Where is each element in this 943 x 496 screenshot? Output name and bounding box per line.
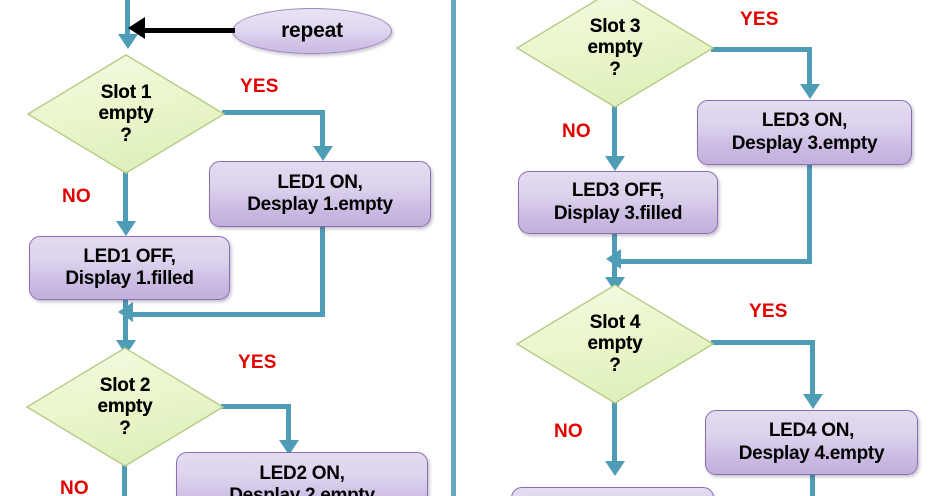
process-led2-on-line1: LED2 ON, xyxy=(259,462,345,484)
arrowhead-slot3-yes xyxy=(799,84,820,99)
process-led3-off-line2: Display 3.filled xyxy=(553,202,683,224)
process-led2-on-line2: Desplay 2.empty xyxy=(229,485,375,496)
connector-slot1-yes-vertical xyxy=(320,110,325,150)
decision-slot-3-label: Slot 3 empty ? xyxy=(588,16,643,80)
arrowhead-slot2-yes xyxy=(278,440,299,455)
process-led1-on-text: LED1 ON, Desplay 1.empty xyxy=(247,171,393,217)
decision-slot-2-line2: empty xyxy=(97,396,153,418)
decision-slot-2[interactable]: Slot 2 empty ? xyxy=(26,347,224,467)
decision-slot-3-line2: empty xyxy=(587,37,643,59)
branch-label-slot1-yes: YES xyxy=(240,76,279,97)
process-led1-off-line2: Display 1.filled xyxy=(65,268,194,289)
process-led3-off-line1: LED3 OFF, xyxy=(571,180,665,202)
arrowhead-slot1-no xyxy=(115,221,136,236)
connector-slot4-no-vertical xyxy=(612,400,617,465)
connector-slot2-yes-vertical xyxy=(286,404,291,444)
process-led3-on-text: LED3 ON, Desplay 3.empty xyxy=(731,110,878,155)
diamond-shape xyxy=(516,0,714,108)
connector-slot4-yes-horizontal xyxy=(711,340,815,345)
diamond-shape xyxy=(516,284,714,404)
process-led1-off[interactable]: LED1 OFF, Display 1.filled xyxy=(29,236,230,300)
arrowhead-slot4-no xyxy=(604,461,625,476)
decision-slot-4-line1: Slot 4 xyxy=(589,312,641,334)
arrowhead-merge-slot2 xyxy=(118,302,133,322)
branch-label-slot2-no: NO xyxy=(60,478,89,496)
process-led4-on-text: LED4 ON, Desplay 4.empty xyxy=(738,420,885,465)
process-led4-on-line2: Desplay 4.empty xyxy=(738,442,885,464)
decision-slot-1[interactable]: Slot 1 empty ? xyxy=(27,54,225,174)
decision-slot-1-line2: empty xyxy=(98,103,154,125)
column-divider xyxy=(451,0,456,496)
arrowhead-slot4-yes xyxy=(802,394,823,409)
branch-label-slot4-yes: YES xyxy=(749,301,788,322)
connector-slot3-yes-vertical xyxy=(807,47,812,88)
decision-slot-4-label: Slot 4 empty ? xyxy=(588,312,643,376)
decision-slot-4[interactable]: Slot 4 empty ? xyxy=(516,284,714,404)
arrowhead-slot1-yes xyxy=(312,146,333,161)
loop-connector-repeat xyxy=(143,28,235,33)
connector-top-into-slot1 xyxy=(125,0,130,36)
decision-slot-2-label: Slot 2 empty ? xyxy=(98,375,153,439)
connector-led3on-down xyxy=(807,165,812,264)
decision-slot-3-line3: ? xyxy=(609,58,621,80)
decision-slot-3-line1: Slot 3 xyxy=(589,16,641,38)
connector-slot3-no-vertical xyxy=(612,105,617,160)
decision-slot-4-line3: ? xyxy=(609,354,621,376)
process-led4-off[interactable]: LED4 OFF, xyxy=(511,487,714,496)
process-led3-on[interactable]: LED3 ON, Desplay 3.empty xyxy=(697,100,912,165)
process-led3-on-line2: Desplay 3.empty xyxy=(731,132,878,154)
connector-slot3-yes-horizontal xyxy=(711,47,812,52)
connector-slot2-no-vertical xyxy=(122,462,127,496)
connector-led4on-down xyxy=(810,473,815,496)
process-led1-off-text: LED1 OFF, Display 1.filled xyxy=(65,245,194,291)
process-led1-on[interactable]: LED1 ON, Desplay 1.empty xyxy=(209,161,431,227)
process-led2-on[interactable]: LED2 ON, Desplay 2.empty xyxy=(176,452,428,496)
terminator-repeat[interactable]: repeat xyxy=(232,8,392,54)
decision-slot-1-label: Slot 1 empty ? xyxy=(99,82,154,146)
connector-slot2-yes-horizontal xyxy=(221,404,291,409)
process-led4-on[interactable]: LED4 ON, Desplay 4.empty xyxy=(705,410,918,475)
arrowhead-loop-repeat xyxy=(128,17,145,39)
process-led1-on-line1: LED1 ON, xyxy=(277,171,363,193)
process-led2-on-text: LED2 ON, Desplay 2.empty xyxy=(229,462,375,496)
decision-slot-3[interactable]: Slot 3 empty ? xyxy=(516,0,714,108)
process-led3-off[interactable]: LED3 OFF, Display 3.filled xyxy=(518,171,718,234)
decision-slot-2-line1: Slot 2 xyxy=(99,375,151,397)
branch-label-slot2-yes: YES xyxy=(238,352,277,373)
process-led1-on-line2: Desplay 1.empty xyxy=(247,194,393,215)
process-led3-off-text: LED3 OFF, Display 3.filled xyxy=(553,180,683,225)
connector-slot4-yes-vertical xyxy=(810,340,815,398)
connector-slot1-yes-horizontal xyxy=(222,110,325,115)
decision-slot-2-line3: ? xyxy=(119,417,131,439)
decision-slot-1-line1: Slot 1 xyxy=(100,82,152,104)
process-led1-off-line1: LED1 OFF, xyxy=(83,245,176,267)
process-led4-on-line1: LED4 ON, xyxy=(768,420,855,442)
process-led3-on-line1: LED3 ON, xyxy=(761,110,848,132)
branch-label-slot3-yes: YES xyxy=(740,9,779,30)
arrowhead-merge-slot4 xyxy=(606,249,621,269)
branch-label-slot1-no: NO xyxy=(62,186,91,207)
arrowhead-slot3-no xyxy=(604,156,625,171)
connector-slot1-no-vertical xyxy=(123,170,128,225)
decision-slot-4-line2: empty xyxy=(587,333,643,355)
connector-led3on-merge-horizontal xyxy=(618,259,812,264)
connector-led1on-merge-horizontal xyxy=(130,312,325,317)
branch-label-slot3-no: NO xyxy=(562,121,591,142)
branch-label-slot4-no: NO xyxy=(554,421,583,442)
diamond-shape xyxy=(27,54,225,174)
terminator-repeat-label: repeat xyxy=(281,19,343,42)
connector-led1on-down xyxy=(320,227,325,317)
decision-slot-1-line3: ? xyxy=(120,124,132,146)
diamond-shape xyxy=(26,347,224,467)
